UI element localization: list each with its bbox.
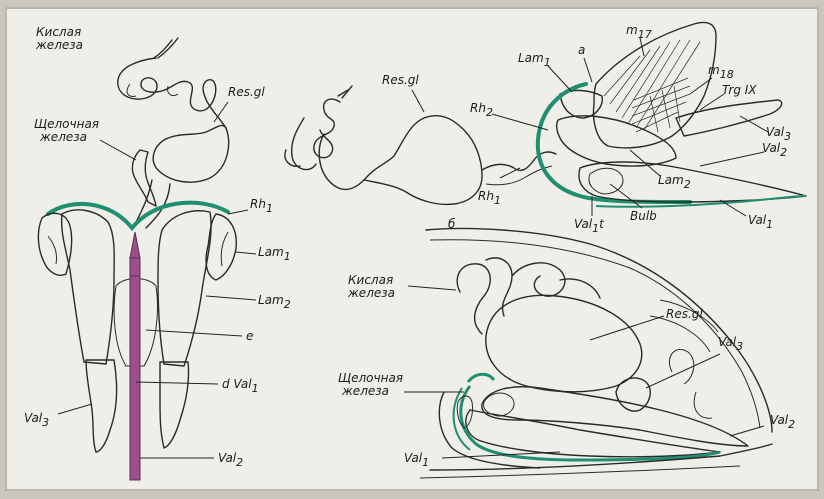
label-res-gl-a: Res.gl bbox=[228, 85, 265, 99]
label-trg: Trg IX bbox=[722, 83, 757, 97]
label-b: б bbox=[448, 217, 456, 231]
label-bulb: Bulb bbox=[630, 209, 657, 223]
label-res-gl-b: Res.gl bbox=[382, 73, 419, 87]
label-a: a bbox=[578, 43, 585, 57]
label-acid-gland-d: Кислая железа bbox=[347, 273, 397, 300]
stylet-shaft-front bbox=[130, 276, 140, 480]
label-res-gl-d: Res.gl bbox=[666, 307, 703, 321]
label-e: e bbox=[246, 329, 253, 343]
label-acid-gland-top: Кислая железа bbox=[35, 25, 85, 52]
